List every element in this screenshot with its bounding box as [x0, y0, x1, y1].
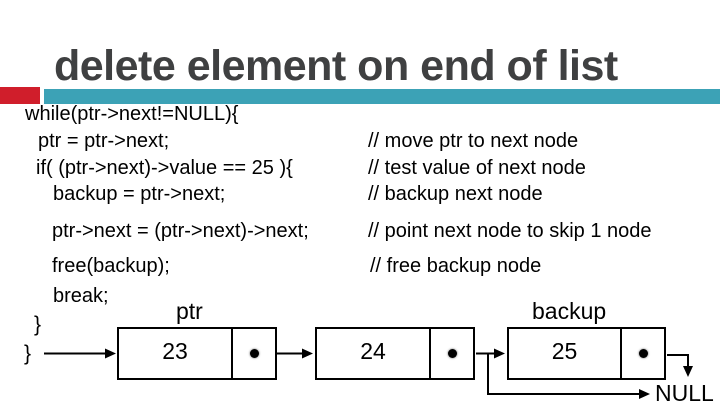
backup-label: backup [532, 298, 607, 324]
slide-title: delete element on end of list [54, 42, 618, 90]
arrowhead-to-null [639, 389, 650, 399]
node-23-pointer-cell [231, 329, 275, 378]
node-24-pointer-cell [429, 329, 473, 378]
comment-relink: // point next node to skip 1 node [368, 220, 652, 242]
code-line-relink: ptr->next = (ptr->next)->next; [52, 220, 309, 242]
pointer-dot [638, 349, 648, 358]
arrowhead-into-node23 [105, 348, 116, 359]
code-line-break: break; [53, 285, 109, 307]
code-line-close-while: } [24, 342, 32, 365]
node-23-value: 23 [162, 338, 188, 364]
code-line-backup: backup = ptr->next; [53, 183, 226, 205]
ptr-label: ptr [176, 298, 203, 324]
code-line-free: free(backup); [52, 255, 170, 277]
code-line-while: while(ptr->next!=NULL){ [25, 103, 239, 125]
node-24-value: 24 [360, 338, 386, 364]
comment-test: // test value of next node [368, 157, 586, 179]
accent-bar-teal [44, 89, 720, 104]
arrowhead-down-to-null [683, 366, 693, 377]
pointer-dot [447, 349, 457, 358]
comment-backup: // backup next node [368, 183, 543, 205]
arrow-node25-to-null [667, 354, 689, 366]
null-label: NULL [655, 380, 714, 405]
comment-free: // free backup node [370, 255, 542, 277]
node-25-value: 25 [551, 338, 578, 364]
comment-move: // move ptr to next node [368, 130, 579, 152]
pointer-dot [249, 349, 259, 358]
arrowhead-into-node24 [302, 348, 313, 359]
node-24: 24 [315, 327, 475, 380]
node-23: 23 [117, 327, 277, 380]
code-line-if-test: if( (ptr->next)->value == 25 ){ [36, 157, 293, 179]
code-line-close-if: } [34, 313, 42, 336]
node-25: 25 [507, 327, 666, 380]
accent-bar-red [0, 87, 40, 104]
code-line-advance-ptr: ptr = ptr->next; [38, 130, 170, 152]
node-25-pointer-cell [620, 329, 664, 378]
arrowhead-into-node25 [494, 348, 505, 359]
